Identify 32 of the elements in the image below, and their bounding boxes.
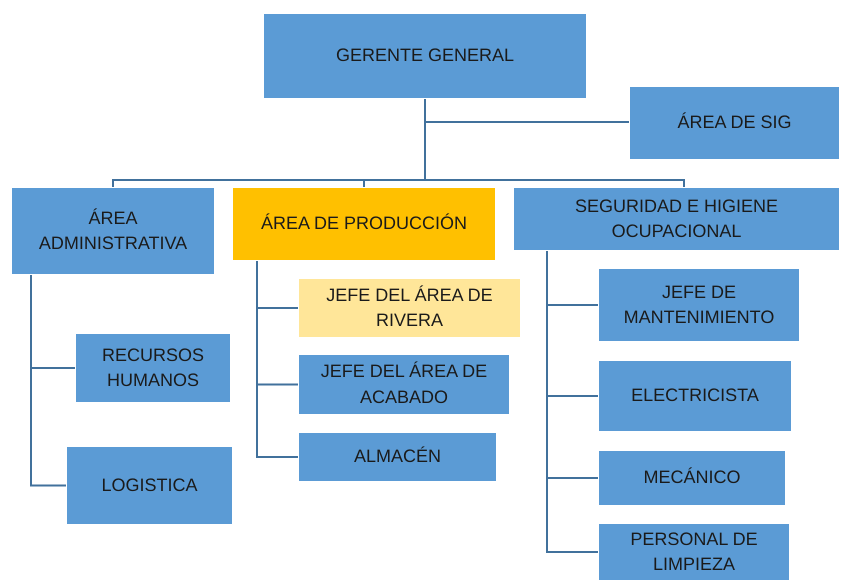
box-label: PERSONAL DE LIMPIEZA (629, 528, 759, 576)
org-box (298, 278, 521, 338)
box-label: GERENTE GENERAL (336, 44, 514, 68)
org-box (513, 187, 840, 251)
box-label: MECÁNICO (643, 466, 740, 490)
org-box (629, 86, 840, 160)
connector-line (546, 251, 598, 553)
org-box (75, 333, 231, 403)
box-label: JEFE DEL ÁREA DE RIVERA (325, 284, 494, 332)
org-box (298, 354, 510, 415)
connector-line (256, 261, 298, 458)
org-box (66, 446, 233, 525)
box-label: ÁREA DE SIG (677, 111, 792, 134)
box-label: SEGURIDAD E HIGIENE OCUPACIONAL (574, 194, 780, 243)
org-box (598, 360, 792, 432)
connector-line (30, 275, 66, 486)
org-box (263, 13, 587, 99)
org-box (598, 450, 786, 506)
box-label: LOGISTICA (101, 474, 198, 497)
org-box (11, 187, 215, 275)
box-label: ÁREA DE PRODUCCIÓN (260, 212, 468, 236)
org-box (598, 523, 790, 581)
org-box (298, 432, 497, 482)
box-label: RECURSOS HUMANOS (100, 344, 205, 392)
box-label: ÁREA ADMINISTRATIVA (38, 206, 188, 255)
box-label: ALMACÉN (354, 445, 442, 468)
box-label: JEFE DE MANTENIMIENTO (622, 280, 776, 329)
org-box (598, 268, 800, 342)
connector-line (424, 99, 685, 187)
org-box (232, 187, 496, 261)
box-label: JEFE DEL ÁREA DE ACABADO (320, 360, 488, 408)
box-label: ELECTRICISTA (631, 384, 759, 408)
